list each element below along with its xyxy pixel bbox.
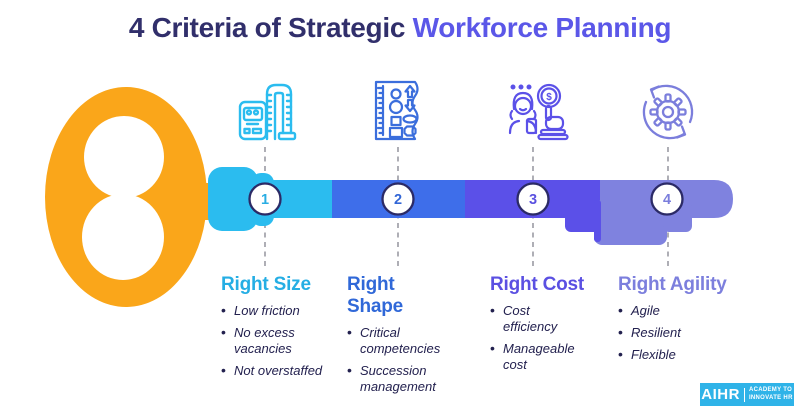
bullet-list: Low friction No excess vacancies Not ove… (221, 302, 325, 379)
bullet-item: Agile (618, 302, 738, 319)
number-label-1: 1 (261, 192, 269, 208)
shapes-template-icon (374, 80, 419, 141)
bullet-item: Resilient (618, 324, 738, 341)
dollar-symbol: $ (546, 92, 552, 103)
number-label-2: 2 (394, 192, 402, 208)
title-dark-text: 4 Criteria of Strategic (128, 12, 406, 43)
criterion-column-right-agility: Right Agility Agile Resilient Flexible (618, 274, 738, 369)
key-tooth-deep (594, 200, 667, 245)
bullet-item: No excess vacancies (221, 324, 325, 357)
bullet-item: Low friction (221, 302, 325, 319)
criterion-column-right-cost: Right Cost Cost efficiency Manageable co… (490, 274, 586, 378)
key-tooth-step-left (565, 200, 600, 232)
key-tooth-color-sliver (594, 200, 601, 242)
criterion-column-right-size: Right Size Low friction No excess vacanc… (221, 274, 325, 384)
title-accent-text: Workforce Planning (412, 12, 672, 43)
logo-brand-text: AIHR (701, 386, 740, 403)
logo-divider (743, 387, 745, 402)
criterion-heading-right-cost: Right Cost (490, 274, 585, 295)
bullet-list: Critical competencies Succession managem… (347, 324, 447, 395)
number-circle-2 (381, 182, 415, 216)
aihr-logo: AIHR ACADEMY TO INNOVATE HR (700, 383, 794, 406)
bullet-list: Cost efficiency Manageable cost (490, 302, 586, 373)
number-circle-1 (248, 182, 282, 216)
logo-tagline-bottom: INNOVATE HR (748, 394, 793, 401)
bullet-item: Cost efficiency (490, 302, 586, 335)
number-label-3: 3 (529, 192, 537, 208)
logo-tagline-top: ACADEMY TO (748, 387, 793, 394)
bullet-item: Not overstaffed (221, 362, 325, 379)
tape-measure-icon (238, 83, 297, 141)
criterion-column-right-shape: Right Shape Critical competencies Succes… (347, 274, 447, 400)
key-head (45, 87, 218, 307)
number-circle-4 (650, 182, 684, 216)
bullet-list: Agile Resilient Flexible (618, 302, 738, 363)
number-label-4: 4 (663, 192, 671, 208)
bullet-item: Critical competencies (347, 324, 447, 357)
criterion-heading-right-shape: Right Shape (347, 274, 404, 317)
agility-gear-icon (642, 84, 694, 140)
cost-selection-icon: $ (508, 83, 569, 141)
number-markers: 1 2 3 4 (248, 182, 684, 216)
criterion-heading-right-agility: Right Agility (618, 274, 727, 295)
number-circle-3 (516, 182, 550, 216)
bullet-item: Succession management (347, 362, 447, 395)
criterion-heading-right-size: Right Size (221, 274, 311, 295)
page-title: 4 Criteria of Strategic Workforce Planni… (0, 12, 800, 44)
logo-tagline: ACADEMY TO INNOVATE HR (749, 387, 793, 401)
bullet-item: Manageable cost (490, 340, 586, 373)
bullet-item: Flexible (618, 346, 738, 363)
